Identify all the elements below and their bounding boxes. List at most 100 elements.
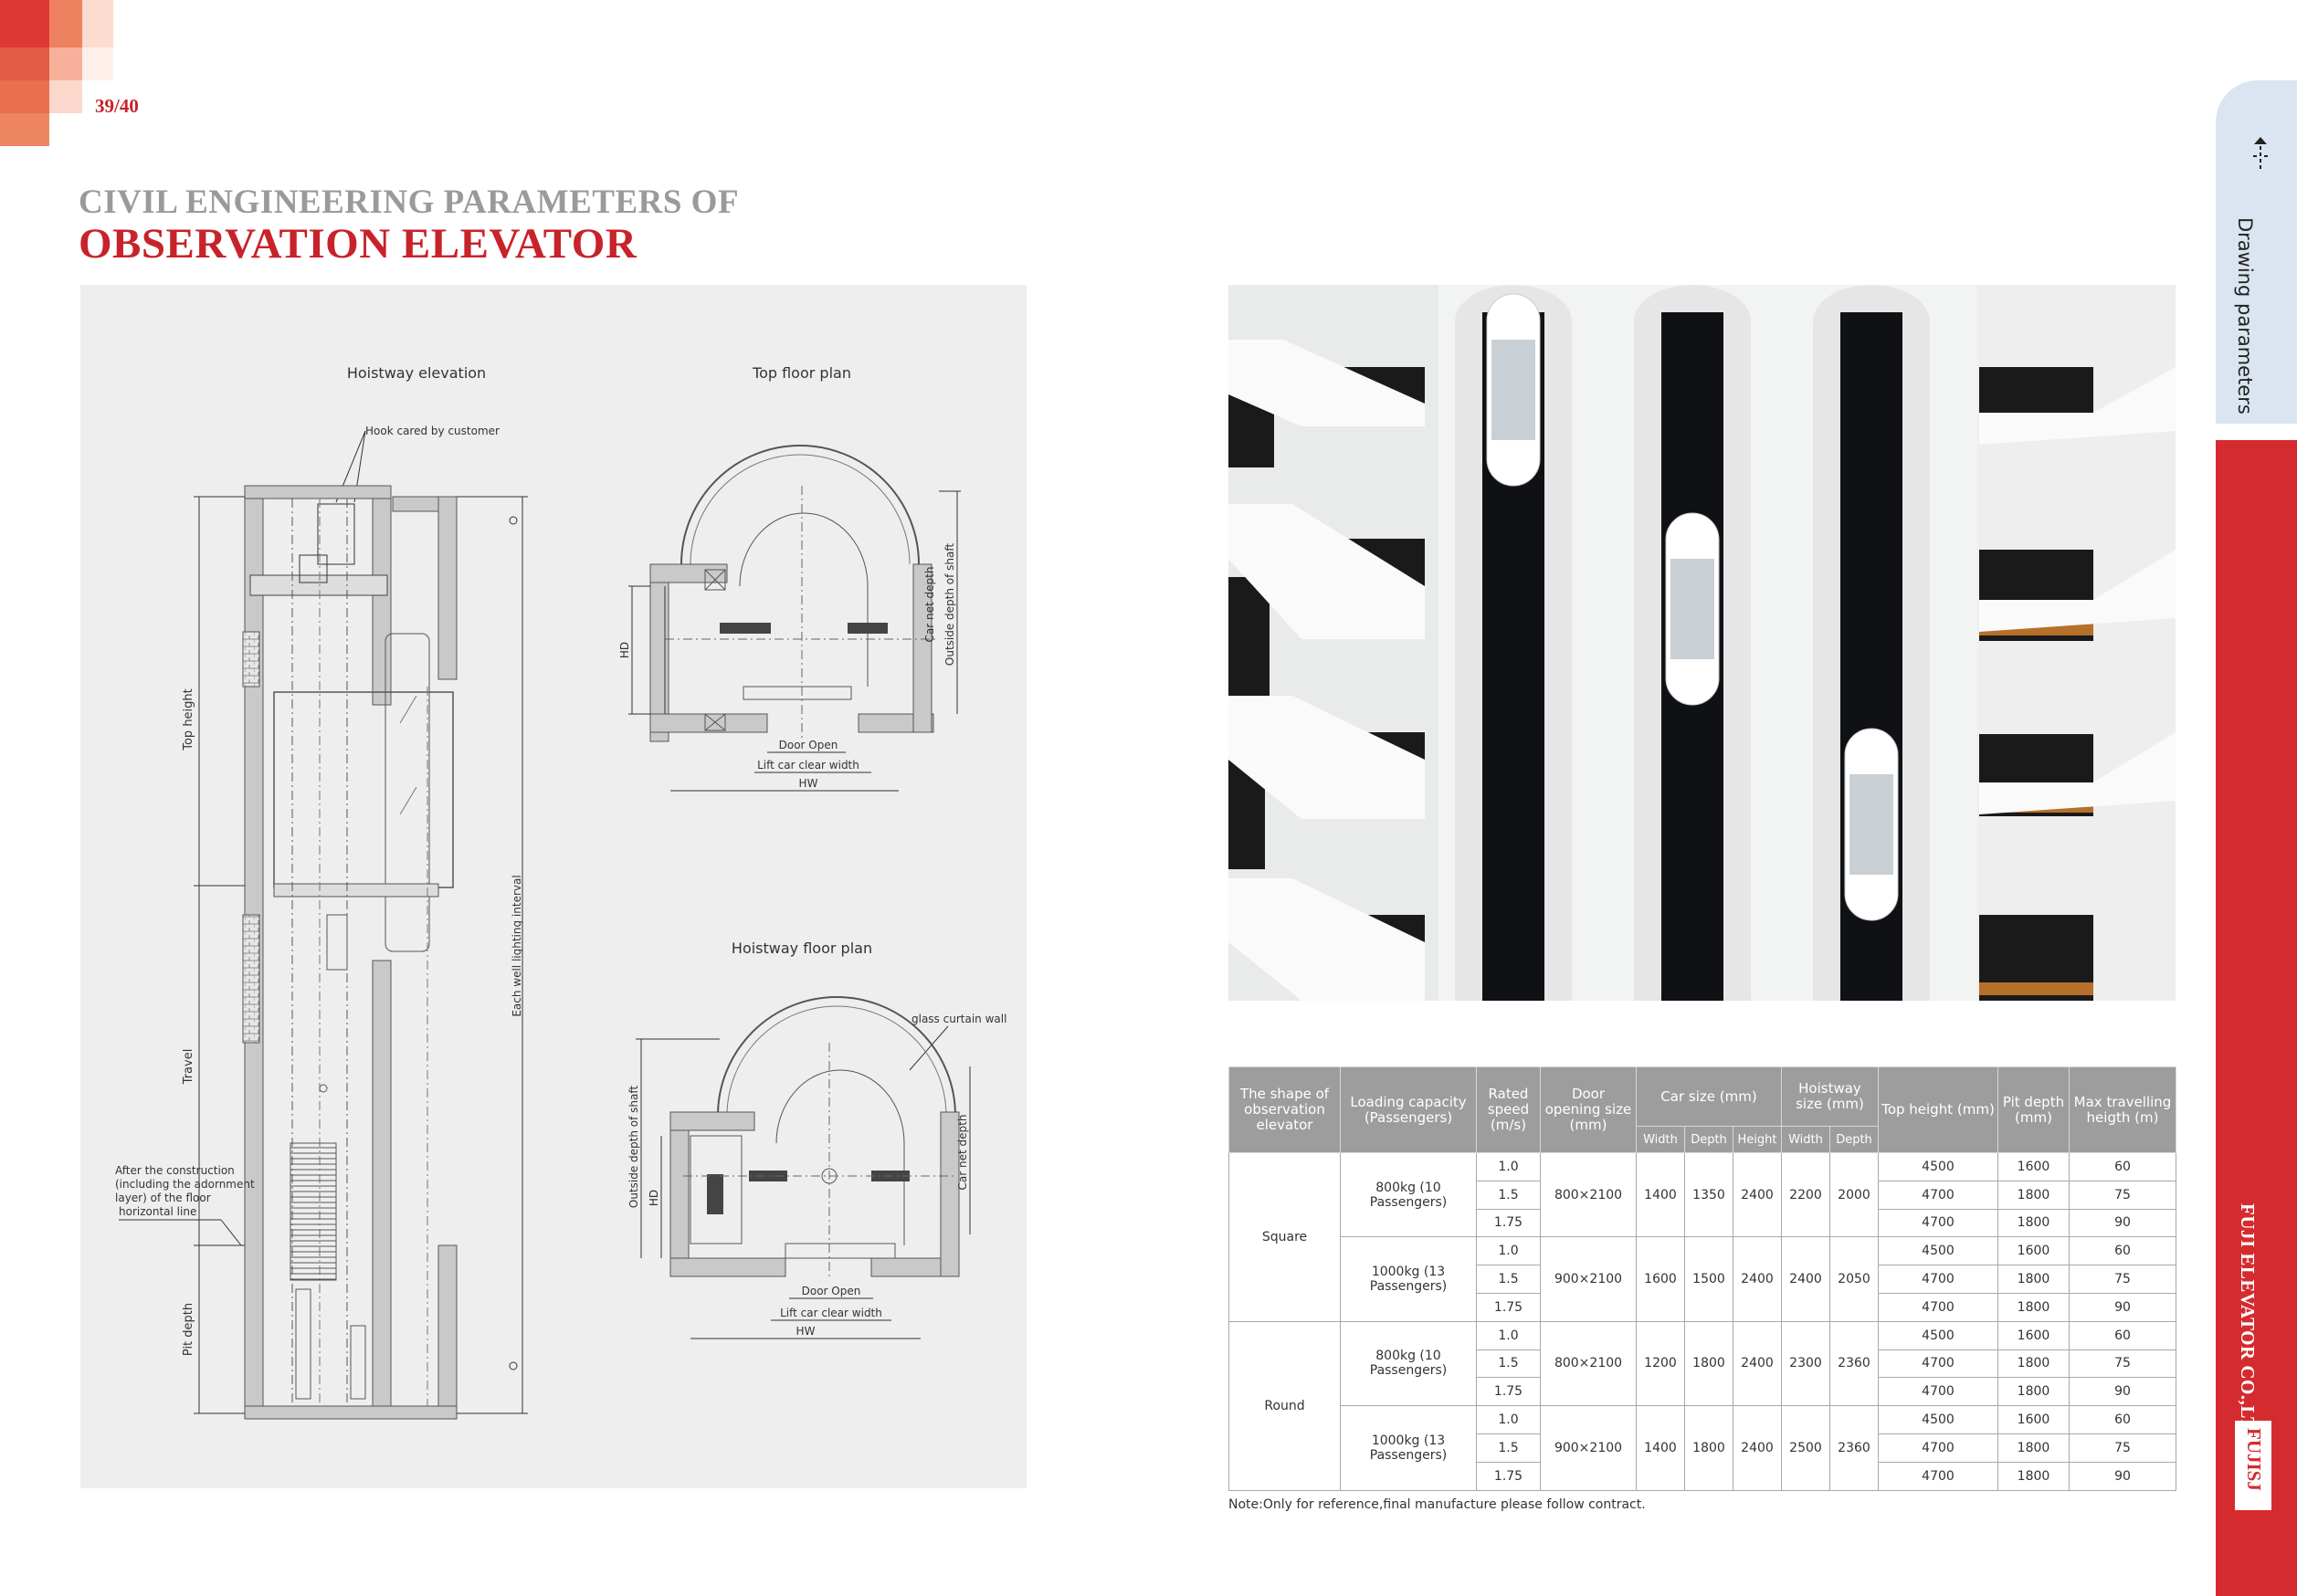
cell-max: 60 xyxy=(2069,1152,2176,1181)
top-car-net-depth: Car net depth xyxy=(923,567,936,643)
cell-hoistway-width: 2200 xyxy=(1781,1151,1830,1238)
floor-plan-title: Hoistway floor plan xyxy=(732,940,872,957)
cell-speed: 1.0 xyxy=(1476,1320,1541,1350)
cell-max: 90 xyxy=(2069,1292,2176,1322)
cell-top: 4700 xyxy=(1878,1292,1998,1322)
cell-pit: 1600 xyxy=(1997,1320,2070,1350)
header-shape: The shape of observation elevator xyxy=(1228,1066,1341,1153)
cell-car-width: 1200 xyxy=(1636,1320,1685,1407)
cell-top: 4500 xyxy=(1878,1152,1998,1181)
cell-max: 60 xyxy=(2069,1320,2176,1350)
drawing-parameters-tab[interactable] xyxy=(2216,80,2297,424)
cell-max: 90 xyxy=(2069,1461,2176,1491)
glass-curtain-wall-label: glass curtain wall xyxy=(911,1013,1006,1025)
cell-top: 4700 xyxy=(1878,1461,1998,1491)
cell-pit: 1800 xyxy=(1997,1180,2070,1210)
cell-speed: 1.0 xyxy=(1476,1152,1541,1181)
cell-pit: 1800 xyxy=(1997,1208,2070,1238)
header-top-height: Top height (mm) xyxy=(1878,1066,1998,1153)
cell-max: 75 xyxy=(2069,1433,2176,1463)
table-row: Square 800kg (10 Passengers) 1.0 800×210… xyxy=(1228,1151,2176,1322)
cell-door: 900×2100 xyxy=(1540,1236,1637,1322)
top-outside-depth: Outside depth of shaft xyxy=(943,543,956,667)
cell-speed: 1.75 xyxy=(1476,1208,1541,1238)
elevator-arrows-icon xyxy=(2253,137,2268,169)
shaft-1 xyxy=(1455,285,1572,1001)
after-construction-line4: horizontal line xyxy=(119,1205,196,1218)
header-hoistway-size: Hoistway size (mm) xyxy=(1781,1066,1879,1127)
hoistway-elevation-drawing: Hoistway elevation Hook cared by custome… xyxy=(115,364,528,1420)
floor-car-net-depth: Car net depth xyxy=(956,1115,969,1191)
hoistway-floor-plan-drawing: Hoistway floor plan glass curtain wall O… xyxy=(627,940,1006,1339)
cell-speed: 1.5 xyxy=(1476,1180,1541,1210)
after-construction-line3: layer) of the floor xyxy=(115,1192,211,1204)
header-door: Door opening size (mm) xyxy=(1540,1066,1637,1153)
cell-speed: 1.75 xyxy=(1476,1461,1541,1491)
top-floor-plan-drawing: Top floor plan HD Car net d xyxy=(618,364,961,792)
page-title-main: OBSERVATION ELEVATOR xyxy=(79,220,637,268)
table-row: 1.5 4700 1800 75 xyxy=(1229,1433,2176,1463)
table-row: 1.5 4700 1800 75 xyxy=(1229,1265,2176,1294)
brand-logo: FUJISJ xyxy=(2243,1428,2265,1491)
header-car-size: Car size (mm) xyxy=(1636,1066,1782,1127)
page-title-top: CIVIL ENGINEERING PARAMETERS OF xyxy=(79,184,740,221)
floor-hw: HW xyxy=(796,1325,816,1338)
table-row: 1000kg (13 Passengers) 1.0 900×2100 1400… xyxy=(1229,1405,2176,1491)
header-car-depth: Depth xyxy=(1684,1126,1733,1153)
cell-car-depth: 1800 xyxy=(1684,1320,1733,1407)
observation-elevator-photo xyxy=(1228,285,2176,1001)
table-row: Round 800kg (10 Passengers) 1.0 800×2100… xyxy=(1228,1320,2176,1491)
top-hw: HW xyxy=(799,777,818,790)
cell-hoistway-depth: 2050 xyxy=(1829,1236,1879,1322)
table-row: 1.75 4700 1800 90 xyxy=(1229,1377,2176,1407)
cell-max: 60 xyxy=(2069,1405,2176,1434)
header-car-height: Height xyxy=(1733,1126,1782,1153)
header-car-width: Width xyxy=(1636,1126,1685,1153)
cell-speed: 1.75 xyxy=(1476,1292,1541,1322)
technical-drawing-panel: Hoistway elevation Hook cared by custome… xyxy=(80,285,1027,1488)
cell-shape: Round xyxy=(1228,1320,1341,1491)
drawing-parameters-label: Drawing parameters xyxy=(2234,217,2256,415)
cell-shape: Square xyxy=(1228,1152,1341,1322)
cell-load: 1000kg (13 Passengers) xyxy=(1340,1236,1477,1322)
page-number: 39/40 xyxy=(95,95,139,117)
floor-outside-depth: Outside depth of shaft xyxy=(627,1086,640,1209)
cell-pit: 1600 xyxy=(1997,1405,2070,1434)
cell-top: 4700 xyxy=(1878,1349,1998,1379)
cell-pit: 1600 xyxy=(1997,1152,2070,1181)
top-plan-title: Top floor plan xyxy=(752,364,851,382)
cell-pit: 1800 xyxy=(1997,1461,2070,1491)
hook-label: Hook cared by customer xyxy=(365,425,500,437)
table-row: 1.75 4700 1800 90 xyxy=(1229,1461,2176,1491)
floor-door-open: Door Open xyxy=(802,1285,861,1297)
cell-door: 800×2100 xyxy=(1540,1151,1637,1238)
top-height-label: Top height xyxy=(182,688,195,751)
cell-hoistway-depth: 2360 xyxy=(1829,1320,1879,1407)
after-construction-line1: After the construction xyxy=(115,1164,235,1177)
cell-max: 90 xyxy=(2069,1377,2176,1407)
cell-max: 75 xyxy=(2069,1349,2176,1379)
brand-logo-box xyxy=(2235,1421,2271,1510)
cell-speed: 1.75 xyxy=(1476,1377,1541,1407)
cell-top: 4700 xyxy=(1878,1377,1998,1407)
cell-hoistway-width: 2400 xyxy=(1781,1236,1830,1322)
cell-hoistway-depth: 2000 xyxy=(1829,1151,1879,1238)
company-name: FUJI ELEVATOR CO.,LTD xyxy=(2237,1203,2259,1445)
cell-pit: 1800 xyxy=(1997,1377,2070,1407)
header-speed: Rated speed (m/s) xyxy=(1476,1066,1541,1153)
header-hoistway-depth: Depth xyxy=(1829,1126,1879,1153)
cell-max: 75 xyxy=(2069,1265,2176,1294)
cell-pit: 1800 xyxy=(1997,1349,2070,1379)
cell-max: 75 xyxy=(2069,1180,2176,1210)
cell-door: 800×2100 xyxy=(1540,1320,1637,1407)
cell-car-height: 2400 xyxy=(1733,1151,1782,1238)
cell-car-height: 2400 xyxy=(1733,1236,1782,1322)
cell-car-depth: 1800 xyxy=(1684,1405,1733,1491)
cell-speed: 1.0 xyxy=(1476,1236,1541,1266)
after-construction-line2: (including the adornment xyxy=(115,1178,255,1191)
top-door-open: Door Open xyxy=(779,739,838,751)
cell-top: 4700 xyxy=(1878,1433,1998,1463)
table-row: 1000kg (13 Passengers) 1.0 900×2100 1600… xyxy=(1229,1236,2176,1322)
header-pit-depth: Pit depth (mm) xyxy=(1997,1066,2070,1153)
cell-speed: 1.0 xyxy=(1476,1405,1541,1434)
